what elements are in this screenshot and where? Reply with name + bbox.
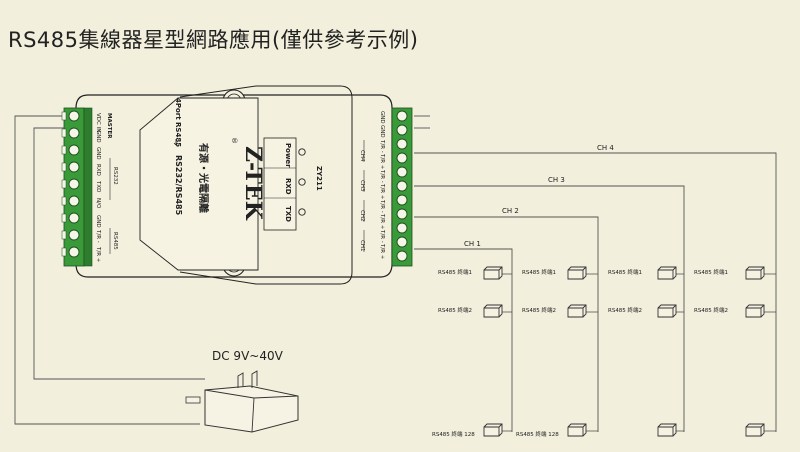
terminal-label: T/R - <box>379 229 385 243</box>
ch4-bus <box>414 152 777 432</box>
page-title: RS485集線器星型網路應用(僅供參考示例) <box>8 28 419 52</box>
rs485-node-icon <box>657 304 677 318</box>
node-stubs <box>500 273 776 432</box>
group-label: RS485 <box>112 232 118 250</box>
ch3-label: CH 3 <box>548 176 565 184</box>
left-terminal-block: VDC IN GND GND RXD TXD N/O GND T/R - T/R… <box>61 107 118 267</box>
ch2-nodes: RS485 終端1 RS485 終端2 RS485 終端 128 <box>516 266 587 438</box>
terminal-label: VDC IN <box>95 113 101 132</box>
group-label: MASTER <box>106 113 112 139</box>
plug-pins-icon <box>237 370 258 388</box>
master-wire-inner <box>14 115 200 425</box>
led-label-txd: TXD <box>284 206 292 222</box>
node-label: RS485 終端 128 <box>516 430 559 438</box>
terminal-label: GND <box>95 147 101 160</box>
rs485-node-icon <box>657 266 677 280</box>
ch3-nodes: RS485 終端1 RS485 終端2 <box>608 266 677 437</box>
channel-group-label: CH1 <box>359 240 365 251</box>
ch1-label: CH 1 <box>464 240 481 248</box>
txd-led-icon <box>298 208 306 216</box>
node-label: RS485 終端1 <box>522 268 556 276</box>
rs485-node-icon <box>745 304 765 318</box>
channel-group-label: CH3 <box>359 180 365 192</box>
rxd-led-icon <box>298 178 306 186</box>
led-label-power: Power <box>284 143 292 168</box>
power-adapter <box>185 370 299 433</box>
rs485-node-icon <box>483 304 503 318</box>
right-terminal-block: GND GND T/R - T/R + T/R - T/R + T/R - T/… <box>359 107 413 267</box>
terminal-label: T/R + <box>379 153 385 170</box>
device-protocol-label: RS232/RS485 <box>174 155 183 216</box>
node-label: RS485 終端2 <box>438 306 472 314</box>
terminal-label: T/R + <box>379 183 385 200</box>
rs485-node-icon <box>567 423 587 437</box>
rs485-node-icon <box>567 304 587 318</box>
registered-mark: ® <box>230 137 238 144</box>
power-label: DC 9V~40V <box>212 349 284 363</box>
arrow-icon <box>173 139 179 146</box>
ch2-label: CH 2 <box>502 207 519 215</box>
terminal-label: T/R + <box>379 213 385 230</box>
ch1-nodes: RS485 終端1 RS485 終端2 RS485 終端 128 <box>432 266 503 438</box>
node-label: RS485 終端2 <box>608 306 642 314</box>
rs485-node-icon <box>483 423 503 437</box>
right-screw-terminals <box>396 110 408 262</box>
terminal-label: GND <box>95 215 101 228</box>
rs485-node-icon <box>745 266 765 280</box>
terminal-label: T/R - <box>95 229 101 243</box>
channel-group-label: CH2 <box>359 210 365 221</box>
terminal-label: T/R - <box>379 169 385 183</box>
brand-logo: Z-TEK <box>240 146 266 221</box>
rs485-node-icon <box>745 423 765 437</box>
terminal-label: GND <box>95 130 101 143</box>
terminal-label: T/R - <box>379 199 385 213</box>
node-label: RS485 終端1 <box>608 268 642 276</box>
node-label: RS485 終端 128 <box>432 430 475 438</box>
ch4-nodes: RS485 終端1 RS485 終端2 <box>694 266 765 437</box>
ch3-bus <box>414 185 685 432</box>
rs485-node-icon <box>567 266 587 280</box>
terminal-label: N/O <box>95 198 101 209</box>
device-ports-label: 4Port RS485 <box>174 98 182 147</box>
rs485-node-icon <box>483 266 503 280</box>
left-screw-terminals <box>68 110 80 258</box>
terminal-label: GND <box>379 111 385 124</box>
power-led-icon <box>298 148 306 156</box>
rs485-node-icon <box>657 423 677 437</box>
node-label: RS485 終端1 <box>438 268 472 276</box>
node-label: RS485 終端2 <box>522 306 556 314</box>
ch2-bus <box>414 216 599 432</box>
terminal-label: RXD <box>95 164 101 176</box>
rs485-hub-device: Power RXD TXD ZY211 Z-TEK ® 有源・光電隔離 RS23… <box>75 85 393 285</box>
terminal-label: T/R + <box>379 243 385 260</box>
channel-group-label: CH4 <box>359 150 365 162</box>
ch1-bus <box>414 248 513 432</box>
group-label: RS232 <box>112 167 118 185</box>
terminal-label: TXD <box>95 180 101 192</box>
ch4-label: CH 4 <box>597 144 614 152</box>
node-label: RS485 終端2 <box>694 306 728 314</box>
led-label-rxd: RXD <box>284 178 292 195</box>
node-label: RS485 終端1 <box>694 268 728 276</box>
model-number: ZY211 <box>315 166 323 191</box>
master-wire-outer <box>33 127 205 380</box>
terminal-label: GND <box>379 125 385 138</box>
channel-wiring <box>14 115 777 432</box>
terminal-label: T/R + <box>95 246 101 263</box>
terminal-label: T/R - <box>379 139 385 153</box>
device-feature-label: 有源・光電隔離 <box>197 143 210 213</box>
